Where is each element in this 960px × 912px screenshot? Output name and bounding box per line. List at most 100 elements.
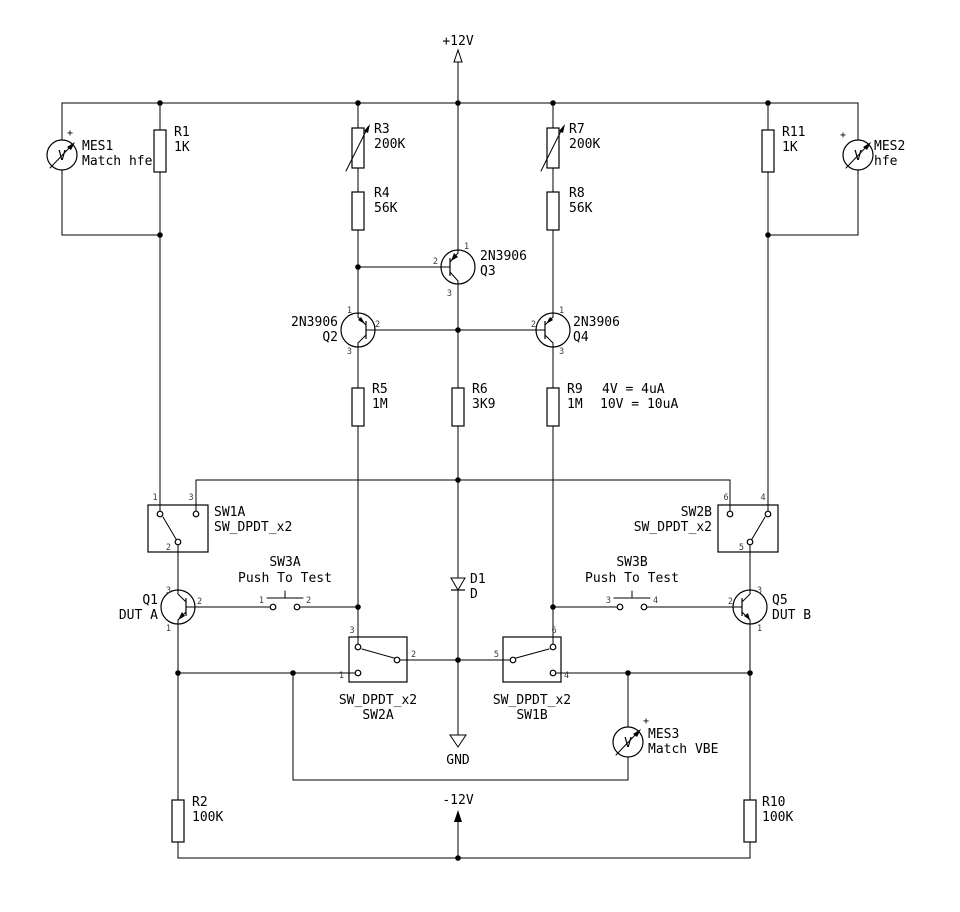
transistor-q5-dut-b[interactable]: 3 1 2 Q5 DUT B	[728, 586, 811, 634]
switch-value: SW_DPDT_x2	[214, 520, 292, 535]
resistor-r7-variable[interactable]: R7 200K	[540, 122, 600, 172]
collector-lead	[741, 593, 751, 603]
resistor-r3-variable[interactable]: R3 200K	[345, 122, 405, 172]
resistor-r11[interactable]: R11 1K	[761, 125, 805, 173]
pin-number: 3	[166, 586, 171, 596]
junction-dot	[355, 604, 361, 610]
trimmer-arrowhead-icon	[559, 124, 565, 133]
resistor-r9[interactable]: R9 1M	[546, 382, 583, 427]
transistor-ref: Q4	[573, 330, 589, 345]
resistor-ref: R3	[374, 122, 390, 137]
switch-sw1a[interactable]: 1 3 2 SW1A SW_DPDT_x2	[147, 493, 292, 553]
switch-box	[147, 504, 209, 553]
junction-dot	[455, 100, 461, 106]
collector-lead	[177, 593, 187, 603]
resistor-value: 1K	[174, 140, 190, 155]
switch-value: SW_DPDT_x2	[339, 693, 417, 708]
resistor-r10[interactable]: R10 100K	[743, 795, 793, 843]
junction-dot	[747, 670, 753, 676]
meter-arrowhead-icon	[67, 142, 75, 150]
note-line2: 10V = 10uA	[600, 397, 678, 412]
resistor-value: 100K	[762, 810, 793, 825]
junction-dot	[765, 232, 771, 238]
resistor-value: 56K	[374, 201, 398, 216]
switch-sw1b[interactable]: 6 4 5 SW_DPDT_x2 SW1B	[493, 626, 571, 723]
resistor-body	[351, 387, 365, 427]
resistor-ref: R5	[372, 382, 388, 397]
pin-number: 4	[760, 493, 765, 503]
resistor-body	[153, 129, 167, 173]
meter-body	[612, 726, 644, 758]
switch-blade	[162, 516, 177, 540]
resistor-value: 3K9	[472, 397, 495, 412]
power-arrow-up-icon	[453, 48, 463, 63]
resistor-r4[interactable]: R4 56K	[351, 186, 398, 231]
pin-number: 2	[197, 597, 202, 607]
contact	[269, 603, 277, 611]
junction-dots	[157, 100, 771, 861]
junction-dot	[765, 100, 771, 106]
contact	[174, 538, 182, 546]
meter-polarity: +	[67, 128, 73, 139]
transistor-ref: Q3	[480, 264, 496, 279]
switch-ref: SW3B	[616, 555, 647, 570]
pin-number: 1	[559, 306, 564, 316]
resistor-r2[interactable]: R2 100K	[171, 795, 223, 843]
switch-blade	[515, 648, 550, 659]
voltmeter-mes1[interactable]: V + MES1 Match hfe	[46, 128, 153, 171]
pin-number: 1	[166, 624, 171, 634]
switch-blade	[361, 648, 395, 659]
contact	[549, 669, 557, 677]
transistor-q3[interactable]: 1 2 3 2N3906 Q3	[433, 242, 527, 299]
resistor-value: 200K	[374, 137, 405, 152]
pin-number: 3	[559, 347, 564, 357]
meter-value: hfe	[874, 154, 898, 169]
transistor-value: DUT A	[119, 608, 158, 623]
switch-sw2a[interactable]: 3 1 2 SW_DPDT_x2 SW2A	[339, 626, 417, 723]
resistor-ref: R8	[569, 186, 585, 201]
resistor-body	[761, 129, 775, 173]
pushbutton-sw3b[interactable]: 3 4 SW3B Push To Test	[585, 555, 679, 611]
resistor-r8[interactable]: R8 56K	[546, 186, 593, 231]
transistor-body	[535, 312, 571, 348]
voltmeter-mes2[interactable]: V + MES2 hfe	[840, 130, 905, 171]
resistor-value: 1K	[782, 140, 798, 155]
power-arrow-up-icon	[454, 810, 462, 822]
power-flag-plus12[interactable]: +12V	[442, 34, 474, 63]
pin-number: 1	[757, 624, 762, 634]
transistor-q2[interactable]: 1 2 3 2N3906 Q2	[291, 306, 380, 357]
transistor-q4[interactable]: 1 2 3 2N3906 Q4	[531, 306, 620, 357]
trimmer-arrowhead-icon	[364, 124, 370, 133]
switch-blade	[751, 516, 766, 540]
junction-dot	[550, 100, 556, 106]
voltmeter-mes3[interactable]: V + MES3 Match VBE	[612, 716, 718, 758]
transistor-q1-dut-a[interactable]: 3 1 2 Q1 DUT A	[119, 586, 202, 634]
gnd-arrow-down-icon	[449, 734, 467, 748]
junction-dot	[455, 327, 461, 333]
meter-value: Match VBE	[648, 742, 718, 757]
pin-number: 3	[447, 289, 452, 299]
pin-number: 4	[564, 671, 569, 681]
junction-dot	[157, 232, 163, 238]
note-line1: 4V = 4uA	[602, 382, 665, 397]
gnd-label: GND	[446, 753, 470, 768]
diode-ref: D1	[470, 572, 486, 587]
resistor-r5[interactable]: R5 1M	[351, 382, 388, 427]
contact	[192, 510, 200, 518]
transistor-value: 2N3906	[480, 249, 527, 264]
power-flag-gnd[interactable]: GND	[446, 734, 470, 768]
resistor-r1[interactable]: R1 1K	[153, 125, 190, 173]
resistor-r6[interactable]: R6 3K9	[451, 382, 495, 427]
meter-arrowhead-icon	[633, 729, 641, 737]
meter-body	[842, 139, 874, 171]
switch-sw2b[interactable]: 6 4 5 SW2B SW_DPDT_x2	[634, 493, 779, 553]
pushbutton-sw3a[interactable]: 1 2 SW3A Push To Test	[238, 555, 332, 611]
switch-value: Push To Test	[585, 571, 679, 586]
diode-d1[interactable]: D1 D	[450, 572, 486, 602]
pin-number: 6	[723, 493, 728, 503]
pin-number: 1	[464, 242, 469, 252]
resistor-value: 1M	[372, 397, 388, 412]
power-flag-minus12[interactable]: -12V	[442, 793, 474, 822]
meter-polarity: +	[840, 130, 846, 141]
